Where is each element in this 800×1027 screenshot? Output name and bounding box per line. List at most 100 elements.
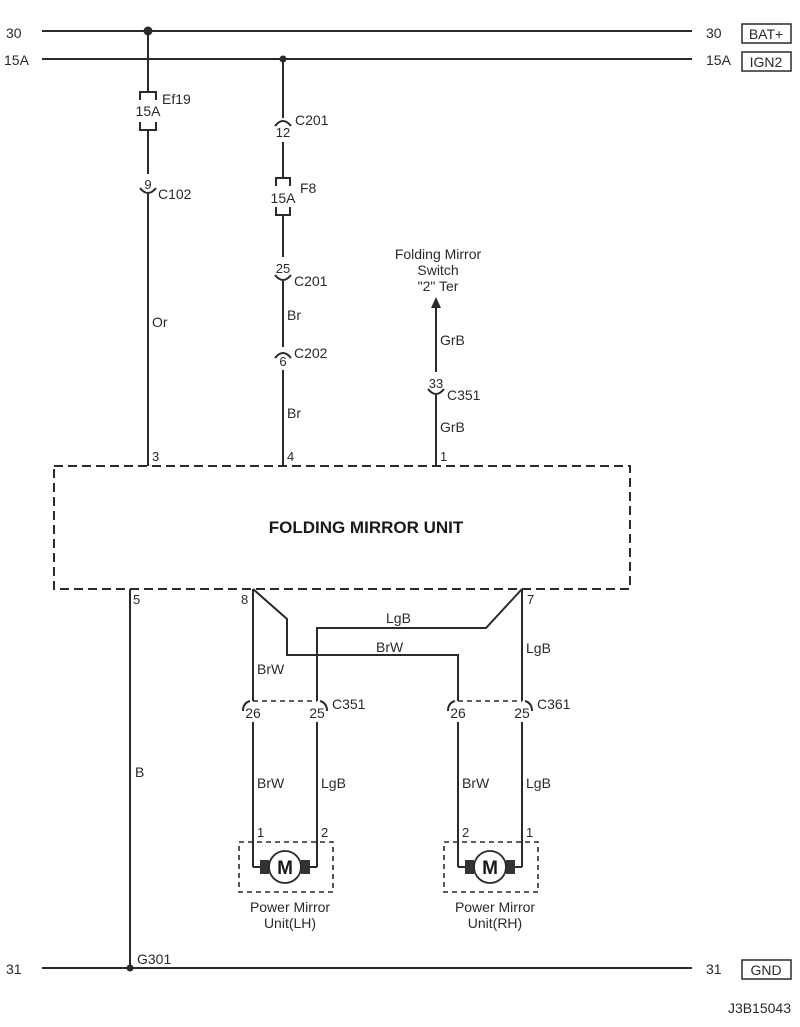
- cross-wiring: BrW BrW LgB LgB: [252, 588, 551, 701]
- motor-lh-label-1: Power Mirror: [250, 899, 330, 915]
- wire-color-or: Or: [152, 314, 168, 330]
- branch-switch: Folding Mirror Switch "2" Ter GrB 33 C35…: [395, 246, 482, 466]
- connector-c102-symbol: [139, 187, 157, 194]
- brush-right: [301, 860, 310, 874]
- c351-pin-26: 26: [245, 705, 261, 721]
- switch-label-line3: "2" Ter: [418, 278, 459, 294]
- arrow-up-icon: [431, 297, 441, 308]
- unit-pin-8: 8: [241, 592, 248, 607]
- wire-color-grb-1: GrB: [440, 332, 465, 348]
- c361-pin-26: 26: [450, 705, 466, 721]
- c351-pin-33: 33: [429, 376, 443, 391]
- rail-gnd-right-label: 31: [706, 961, 722, 977]
- connector-c201-symbol: [274, 120, 292, 127]
- fuse-f8-top: [275, 177, 291, 186]
- ground-point-g301: G301: [137, 951, 171, 967]
- gnd-tag-box: [741, 959, 792, 980]
- c201-pin-12: 12: [276, 125, 290, 140]
- motor-rh-outline: [443, 841, 539, 893]
- wire-color-brw-rh: BrW: [462, 775, 490, 791]
- fuse-ef19-rating: 15A: [136, 103, 162, 119]
- fuse-f8-rating: 15A: [271, 190, 297, 206]
- motor-rh: BrW LgB 2 1 M Power Mirror Unit(RH): [443, 722, 551, 931]
- wire-color-br-1: Br: [287, 307, 301, 323]
- motor-rh-label-1: Power Mirror: [455, 899, 535, 915]
- bat-tag-box: [741, 23, 792, 44]
- wire-color-lgb-lh: LgB: [321, 775, 346, 791]
- c102-pin: 9: [144, 177, 151, 192]
- motor-icon: [473, 850, 507, 884]
- motor-lh-pin-1: 1: [257, 825, 264, 840]
- unit-pin-4: 4: [287, 449, 294, 464]
- c351-id: C351: [447, 387, 481, 403]
- branch-ign: C201 12 15A F8 25 C201 Br C202 6 Br: [271, 59, 329, 466]
- c201-id: C201: [295, 112, 329, 128]
- c351-pin-25: 25: [309, 705, 325, 721]
- c201b-id: C201: [294, 273, 328, 289]
- wire-color-brw-lh: BrW: [257, 775, 285, 791]
- brush-left: [465, 860, 474, 874]
- ground-wire: B: [129, 589, 144, 968]
- brush-right: [506, 860, 515, 874]
- unit-title: FOLDING MIRROR UNIT: [269, 518, 464, 537]
- wire-lgb-cross: [316, 588, 523, 701]
- branch-bat: 15A Ef19 9 C102 Or: [136, 31, 192, 466]
- rail-bat-left-label: 30: [6, 25, 22, 41]
- motor-lh-label-2: Unit(LH): [264, 915, 316, 931]
- rail-gnd-left-label: 31: [6, 961, 22, 977]
- motor-lh: BrW LgB 1 2 M Power Mirror Unit(LH): [238, 722, 346, 931]
- gnd-tag: GND: [750, 962, 781, 978]
- wire-color-grb-2: GrB: [440, 419, 465, 435]
- motor-rh-pin-1: 1: [526, 825, 533, 840]
- c351-lower-id: C351: [332, 696, 366, 712]
- fuse-f8-id: F8: [300, 180, 317, 196]
- brush-left: [260, 860, 269, 874]
- motor-lh-symbol: M: [277, 858, 293, 879]
- ign-tag-box: [741, 51, 792, 72]
- unit-pin-3: 3: [152, 449, 159, 464]
- ign-tag: IGN2: [750, 54, 783, 70]
- rail-ign-right-label: 15A: [706, 52, 732, 68]
- rail-gnd: 31 G301 31 GND: [6, 951, 792, 980]
- figure-id: J3B15043: [728, 1000, 791, 1016]
- connector-c361-lower: 26 25 C361: [447, 696, 571, 721]
- c102-id: C102: [158, 186, 192, 202]
- bat-tag: BAT+: [749, 26, 783, 42]
- unit-pin-5: 5: [133, 592, 140, 607]
- wire-color-brw-cross: BrW: [376, 639, 404, 655]
- fuse-ef19-bottom: [139, 122, 157, 131]
- wire-color-br-2: Br: [287, 405, 301, 421]
- fuse-ef19-id: Ef19: [162, 91, 191, 107]
- motor-rh-pin-2: 2: [462, 825, 469, 840]
- c361-lower-id: C361: [537, 696, 571, 712]
- connector-c351-symbol: [427, 388, 445, 395]
- rail-bat-right-label: 30: [706, 25, 722, 41]
- rail-bat: 30 30 BAT+: [6, 23, 792, 44]
- c361-pin-25: 25: [514, 705, 530, 721]
- c201-pin-25: 25: [276, 261, 290, 276]
- motor-rh-symbol: M: [482, 858, 498, 879]
- switch-label-line1: Folding Mirror: [395, 246, 482, 262]
- unit-outline: [53, 465, 631, 590]
- wire-color-lgb-rh: LgB: [526, 775, 551, 791]
- motor-lh-pin-2: 2: [321, 825, 328, 840]
- connector-c202-symbol: [274, 352, 292, 359]
- wire-color-b: B: [135, 764, 144, 780]
- motor-rh-label-2: Unit(RH): [468, 915, 522, 931]
- unit-pin-7: 7: [527, 592, 534, 607]
- motor-icon: [268, 850, 302, 884]
- folding-mirror-unit: FOLDING MIRROR UNIT 3 4 1 5 8 7: [53, 449, 631, 607]
- switch-label-line2: Switch: [417, 262, 458, 278]
- unit-pin-1: 1: [440, 449, 447, 464]
- rail-ign-left-label: 15A: [4, 52, 30, 68]
- motor-lh-outline: [238, 841, 334, 893]
- connector-c351-lower: 26 25 C351: [242, 696, 366, 721]
- connector-c201b-symbol: [274, 274, 292, 281]
- c202-pin: 6: [279, 354, 286, 369]
- wire-color-lgb-right: LgB: [526, 640, 551, 656]
- c202-id: C202: [294, 345, 328, 361]
- rail-ign: 15A 15A IGN2: [4, 51, 792, 72]
- fuse-f8-bottom: [275, 207, 291, 216]
- wire-brw-cross: [252, 588, 459, 701]
